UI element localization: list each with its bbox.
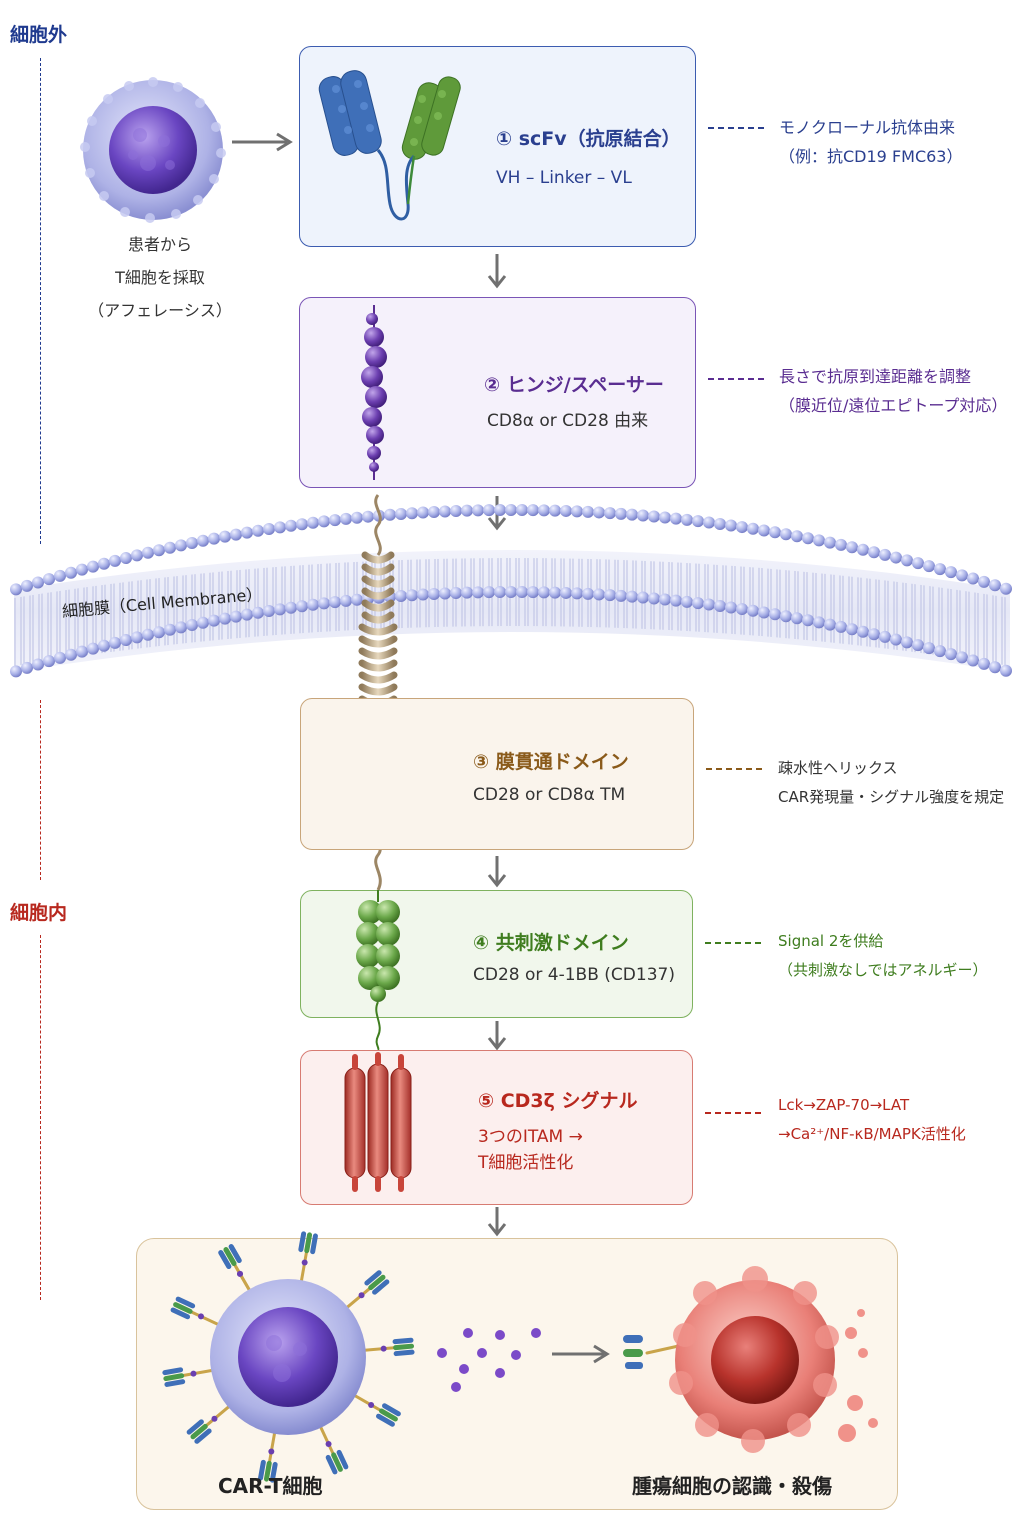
transmembrane-note-line: CAR発現量・シグナル強度を規定	[778, 788, 1005, 806]
scfv-antibody-image	[318, 70, 461, 221]
arrow-down-icon	[487, 1021, 507, 1051]
cd3zeta-subtitle: 3つのITAM → T細胞活性化	[478, 1124, 583, 1176]
intracellular-guide-lower	[40, 935, 41, 1300]
transmembrane-box	[300, 698, 694, 850]
hinge-chain-image	[361, 305, 387, 480]
cd3zeta-notes: Lck→ZAP-70→LAT →Ca²⁺/NF-κB/MAPK活性化	[778, 1091, 966, 1149]
scfv-connector	[708, 127, 764, 129]
car-t-caption: CAR-T細胞	[218, 1474, 323, 1498]
scfv-notes: モノクローナル抗体由来 （例：抗CD19 FMC63）	[779, 113, 962, 171]
intracellular-label: 細胞内	[10, 902, 68, 924]
patient-caption: 患者から T細胞を採取 （アフェレーシス）	[60, 228, 260, 327]
cd3zeta-subtitle-line: T細胞活性化	[478, 1153, 574, 1173]
costimulatory-subtitle: CD28 or 4-1BB (CD137)	[473, 965, 675, 985]
transmembrane-title: ③ 膜貫通ドメイン	[473, 751, 629, 773]
cytotoxic-granules-image	[437, 1328, 541, 1392]
costimulatory-note-line: （共刺激なしではアネルギー）	[778, 961, 988, 979]
car-t-cell-image	[162, 1231, 415, 1483]
cd3zeta-subtitle-line: 3つのITAM →	[478, 1127, 583, 1147]
hinge-note-line: （膜近位/遠位エピトープ対応）	[779, 396, 1008, 415]
cell-membrane-image	[10, 504, 1012, 678]
costimulatory-title: ④ 共刺激ドメイン	[473, 932, 629, 954]
arrow-icon	[552, 1344, 610, 1364]
tumor-caption: 腫瘍細胞の認識・殺傷	[632, 1474, 832, 1498]
costimulatory-notes: Signal 2を供給 （共刺激なしではアネルギー）	[778, 927, 988, 985]
hinge-notes: 長さで抗原到達距離を調整 （膜近位/遠位エピトープ対応）	[779, 362, 1007, 420]
extracellular-label: 細胞外	[10, 24, 68, 46]
extracellular-guide	[40, 58, 41, 544]
patient-t-cell-image	[80, 77, 226, 223]
patient-caption-line: 患者から	[127, 235, 192, 254]
arrow-down-icon	[487, 1207, 507, 1237]
cd3zeta-box	[300, 1050, 693, 1205]
scfv-note-line: （例：抗CD19 FMC63）	[779, 147, 963, 166]
hinge-connector	[708, 378, 764, 380]
transmembrane-connector	[706, 768, 762, 770]
arrow-down-icon	[487, 254, 507, 289]
transmembrane-subtitle: CD28 or CD8α TM	[473, 785, 626, 805]
transmembrane-notes: 疎水性ヘリックス CAR発現量・シグナル強度を規定	[778, 754, 1004, 812]
patient-caption-line: （アフェレーシス）	[88, 301, 232, 320]
scfv-title: ① scFv（抗原結合）	[496, 128, 681, 150]
cd3zeta-connector	[705, 1112, 761, 1114]
scfv-note-line: モノクローナル抗体由来	[779, 118, 956, 137]
arrow-down-icon	[487, 856, 507, 888]
scfv-subtitle: VH – Linker – VL	[496, 168, 632, 188]
transmembrane-note-line: 疎水性ヘリックス	[778, 759, 898, 777]
hinge-box	[299, 297, 696, 488]
costimulatory-connector	[705, 942, 761, 944]
costimulatory-domain-image	[356, 890, 400, 1051]
cd3zeta-itam-image	[344, 1052, 412, 1192]
hinge-subtitle: CD8α or CD28 由来	[487, 411, 649, 431]
cd3zeta-note-line: Lck→ZAP-70→LAT	[778, 1096, 910, 1114]
patient-caption-line: T細胞を採取	[115, 268, 205, 287]
cd3zeta-title: ⑤ CD3ζ シグナル	[478, 1090, 638, 1112]
hinge-title: ② ヒンジ/スペーサー	[484, 374, 664, 396]
tumor-cell-image	[623, 1266, 878, 1453]
arrow-icon	[232, 132, 293, 152]
intracellular-guide-upper	[40, 700, 41, 880]
costimulatory-note-line: Signal 2を供給	[778, 932, 884, 950]
hinge-note-line: 長さで抗原到達距離を調整	[779, 367, 972, 386]
cd3zeta-note-line: →Ca²⁺/NF-κB/MAPK活性化	[778, 1125, 966, 1143]
